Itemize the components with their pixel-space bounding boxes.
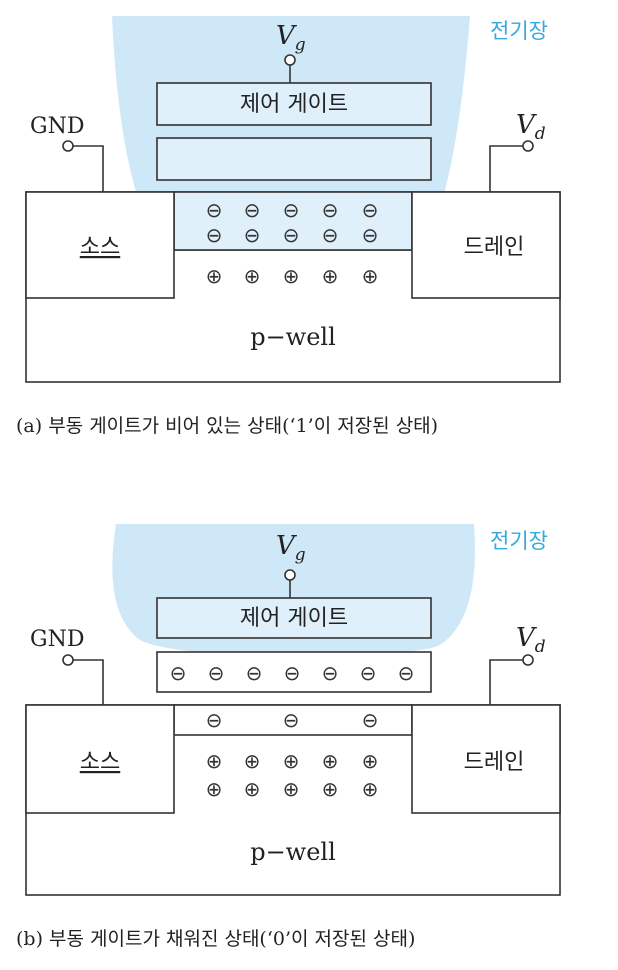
hole-icon: ⊕ (283, 264, 300, 288)
electron-icon: ⊖ (170, 661, 187, 685)
hole-group: ⊕ ⊕ ⊕ ⊕ ⊕ (206, 264, 379, 288)
control-gate-label: 제어 게이트 (240, 92, 348, 117)
control-gate-label: 제어 게이트 (240, 606, 348, 631)
diagram-b: 전기장 Vg 제어 게이트 ⊖ ⊖ ⊖ ⊖ ⊖ ⊖ ⊖ 소스 드레인 p−wel… (16, 524, 561, 950)
electron-icon: ⊖ (322, 223, 339, 247)
p-well-label: p−well (250, 323, 336, 351)
vg-label: Vg (276, 531, 306, 565)
hole-icon: ⊕ (322, 749, 339, 773)
gnd-terminal-icon (62, 140, 74, 152)
vg-label: Vg (276, 21, 306, 55)
electron-group: ⊖ ⊖ ⊖ ⊖ ⊖ ⊖ ⊖ ⊖ ⊖ ⊖ (206, 198, 379, 247)
electron-icon: ⊖ (283, 198, 300, 222)
hole-icon: ⊕ (206, 777, 223, 801)
hole-icon: ⊕ (362, 777, 379, 801)
electron-icon: ⊖ (398, 661, 415, 685)
electron-icon: ⊖ (244, 198, 261, 222)
electron-icon: ⊖ (322, 198, 339, 222)
source-region (25, 191, 175, 299)
electron-icon: ⊖ (206, 198, 223, 222)
vg-terminal-icon (284, 54, 296, 66)
electron-icon: ⊖ (206, 708, 223, 732)
hole-icon: ⊕ (283, 749, 300, 773)
drain-region (411, 191, 561, 299)
gnd-terminal-icon (62, 654, 74, 666)
electron-icon: ⊖ (362, 708, 379, 732)
field-label: 전기장 (490, 529, 548, 553)
floating-gate-electrons: ⊖ ⊖ ⊖ ⊖ ⊖ ⊖ ⊖ (170, 661, 415, 685)
floating-gate (156, 137, 432, 181)
control-gate (156, 597, 432, 639)
p-well-label: p−well (250, 838, 336, 866)
vd-terminal-icon (522, 140, 534, 152)
floating-gate (156, 651, 432, 693)
source-label: 소스 (80, 750, 120, 775)
hole-icon: ⊕ (244, 264, 261, 288)
source-label: 소스 (80, 235, 120, 260)
hole-icon: ⊕ (206, 264, 223, 288)
hole-icon: ⊕ (244, 749, 261, 773)
drain-label: 드레인 (464, 235, 525, 260)
hole-group: ⊕ ⊕ ⊕ ⊕ ⊕ ⊕ ⊕ ⊕ ⊕ ⊕ (206, 749, 379, 801)
drain-label: 드레인 (464, 750, 525, 775)
hole-icon: ⊕ (283, 777, 300, 801)
electron-icon: ⊖ (283, 708, 300, 732)
hole-icon: ⊕ (206, 749, 223, 773)
control-gate (156, 82, 432, 126)
vd-label: Vd (516, 110, 546, 144)
source-region (25, 704, 175, 814)
hole-icon: ⊕ (322, 264, 339, 288)
electron-icon: ⊖ (362, 223, 379, 247)
electron-group: ⊖ ⊖ ⊖ (206, 708, 379, 732)
caption-b: (b) 부동 게이트가 채워진 상태(‘0’이 저장된 상태) (16, 928, 415, 950)
hole-icon: ⊕ (322, 777, 339, 801)
vg-terminal-icon (284, 569, 296, 581)
electron-icon: ⊖ (206, 223, 223, 247)
diagram-a: 전기장 Vg 제어 게이트 소스 드레인 p−well GND Vd ⊖ ⊖ (16, 16, 561, 437)
electron-icon: ⊖ (284, 661, 301, 685)
hole-icon: ⊕ (362, 264, 379, 288)
gnd-label: GND (30, 627, 84, 652)
caption-a: (a) 부동 게이트가 비어 있는 상태(‘1’이 저장된 상태) (16, 415, 438, 437)
gnd-label: GND (30, 114, 84, 139)
hole-icon: ⊕ (244, 777, 261, 801)
drain-region (411, 704, 561, 814)
hole-icon: ⊕ (362, 749, 379, 773)
electron-icon: ⊖ (208, 661, 225, 685)
electron-icon: ⊖ (283, 223, 300, 247)
vd-label: Vd (516, 623, 546, 657)
field-label: 전기장 (490, 19, 548, 43)
electron-icon: ⊖ (244, 223, 261, 247)
vd-terminal-icon (522, 654, 534, 666)
electron-icon: ⊖ (362, 198, 379, 222)
electron-icon: ⊖ (322, 661, 339, 685)
electron-icon: ⊖ (360, 661, 377, 685)
electron-icon: ⊖ (246, 661, 263, 685)
